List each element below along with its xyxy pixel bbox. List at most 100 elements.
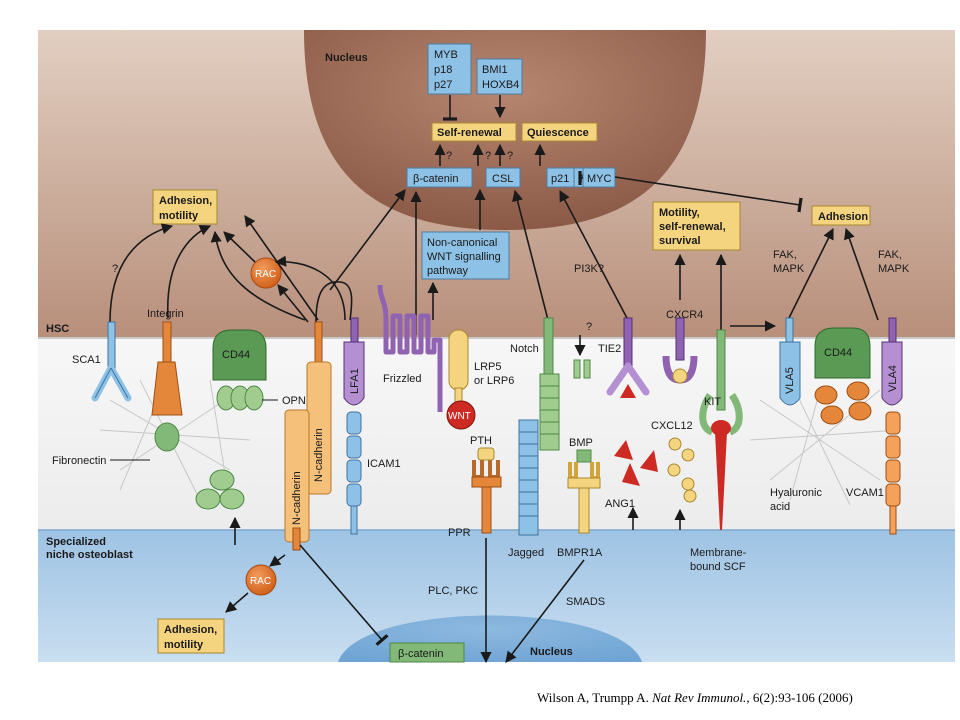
svg-text:Adhesion: Adhesion (818, 211, 868, 223)
svg-text:CSL: CSL (492, 173, 513, 185)
svg-text:Non-canonical: Non-canonical (427, 237, 497, 249)
svg-text:RAC: RAC (250, 576, 271, 587)
svg-text:motility: motility (159, 210, 199, 222)
pth-ppr-receptor (471, 447, 502, 534)
cd44-left-label: CD44 (222, 349, 250, 361)
hyaluronic-label-1: Hyaluronic (770, 487, 822, 499)
notch-label: Notch (510, 343, 539, 355)
fak-right-1: FAK, (878, 249, 902, 261)
kit-label: KIT (704, 396, 721, 408)
frizzled-receptor (377, 284, 443, 412)
lfa1-label: LFA1 (349, 368, 361, 394)
vcam1-ligand (885, 411, 901, 535)
p21-text: p21 (551, 173, 569, 185)
niche-label-2: niche osteoblast (46, 549, 133, 561)
rac-top: RAC (250, 257, 282, 289)
svg-text:survival: survival (659, 235, 701, 247)
svg-text:?: ? (112, 263, 118, 275)
fak-right-2: MAPK (878, 263, 910, 275)
svg-text:motility: motility (164, 639, 204, 651)
integrin-receptor (151, 321, 183, 452)
cxcl12-label: CXCL12 (651, 420, 693, 432)
bmp-label: BMP (569, 437, 593, 449)
svg-text:MYB: MYB (434, 49, 458, 61)
adhesion-motility-top-box: Adhesion, motility (152, 189, 218, 225)
svg-text:Quiescence: Quiescence (527, 127, 589, 139)
svg-text:WNT: WNT (448, 411, 471, 422)
cxcl12-ligand (667, 437, 697, 503)
svg-text:BMI1: BMI1 (482, 64, 508, 76)
integrin-label: Integrin (147, 308, 184, 320)
citation: Wilson A, Trumpp A. Nat Rev Immunol., 6(… (537, 690, 853, 705)
smads-label: SMADS (566, 596, 605, 608)
plc-pkc-label: PLC, PKC (428, 585, 478, 597)
jagged-label: Jagged (508, 547, 544, 559)
hsc-label: HSC (46, 323, 69, 335)
wnt-ligand: WNT (446, 400, 476, 430)
opn-label: OPN (282, 395, 306, 407)
self-renewal-box: Self-renewal (431, 122, 517, 142)
frizzled-label: Frizzled (383, 373, 422, 385)
scf-label-1: Membrane- (690, 547, 747, 559)
cxcr4-receptor (662, 317, 698, 384)
fak-left-2: MAPK (773, 263, 805, 275)
svg-text:RAC: RAC (255, 269, 276, 280)
tie2-label: TIE2 (598, 343, 621, 355)
svg-text:?: ? (485, 150, 491, 162)
n-cadherin-niche-label: N-cadherin (291, 471, 303, 525)
bmpr1a-label: BMPR1A (557, 547, 603, 559)
svg-text:self-renewal,: self-renewal, (659, 221, 726, 233)
svg-text:p27: p27 (434, 79, 452, 91)
svg-text:HOXB4: HOXB4 (482, 79, 519, 91)
vcam1-label: VCAM1 (846, 487, 884, 499)
n-cadherin-hsc-label: N-cadherin (313, 428, 325, 482)
ang1-label: ANG1 (605, 498, 635, 510)
jagged-ligand (518, 419, 539, 536)
vla5-label: VLA5 (784, 367, 796, 394)
svg-text:?: ? (446, 150, 452, 162)
hyaluronic-label-2: acid (770, 501, 790, 513)
lrp-label-2: or LRP6 (474, 375, 514, 387)
myc-text: MYC (587, 173, 612, 185)
membrane-bound-scf (711, 420, 731, 530)
cxcr4-label: CXCR4 (666, 309, 703, 321)
nucleus-top-label: Nucleus (325, 52, 368, 64)
svg-text:β-catenin: β-catenin (398, 648, 443, 660)
cd44-right (814, 327, 872, 425)
sca1-receptor (91, 321, 132, 402)
fibronectin-label: Fibronectin (52, 455, 106, 467)
svg-text:pathway: pathway (427, 265, 468, 277)
cd44-left (212, 329, 267, 411)
extracellular-space (38, 338, 955, 530)
icam1-label: ICAM1 (367, 458, 401, 470)
adhesion-right-box: Adhesion (811, 205, 871, 226)
rac-bottom: RAC (245, 564, 277, 596)
svg-text:p18: p18 (434, 64, 452, 76)
opn-free (195, 469, 245, 510)
tie2-receptor (606, 317, 650, 398)
bmi1-box: BMI1 HOXB4 (476, 58, 523, 95)
vla5-receptor (779, 317, 801, 406)
icam1-ligand (346, 411, 362, 535)
ppr-label: PPR (448, 527, 471, 539)
lrp-label-1: LRP5 (474, 361, 502, 373)
scf-label-2: bound SCF (690, 561, 746, 573)
adhesion-motility-bottom-box: Adhesion, motility (157, 618, 225, 654)
beta-catenin-bottom-box: β-catenin (389, 642, 465, 663)
quiescence-box: Quiescence (521, 122, 598, 142)
beta-catenin-box: β-catenin (406, 167, 473, 188)
n-cadherin-niche (284, 409, 310, 551)
pi3k-label: PI3K? (574, 263, 604, 275)
csl-box: CSL (485, 167, 521, 188)
ang1-ligand (614, 440, 658, 486)
kit-receptor (699, 329, 743, 436)
svg-text:Adhesion,: Adhesion, (164, 624, 217, 636)
motility-survival-box: Motility, self-renewal, survival (652, 201, 741, 251)
cd44-right-label: CD44 (824, 347, 852, 359)
svg-text:Adhesion,: Adhesion, (159, 195, 212, 207)
svg-text:?: ? (586, 321, 592, 333)
lfa1-receptor (343, 317, 365, 406)
noncanonical-wnt-box: Non-canonical WNT signalling pathway (421, 231, 510, 280)
nucleus-bottom-label: Nucleus (530, 646, 573, 658)
